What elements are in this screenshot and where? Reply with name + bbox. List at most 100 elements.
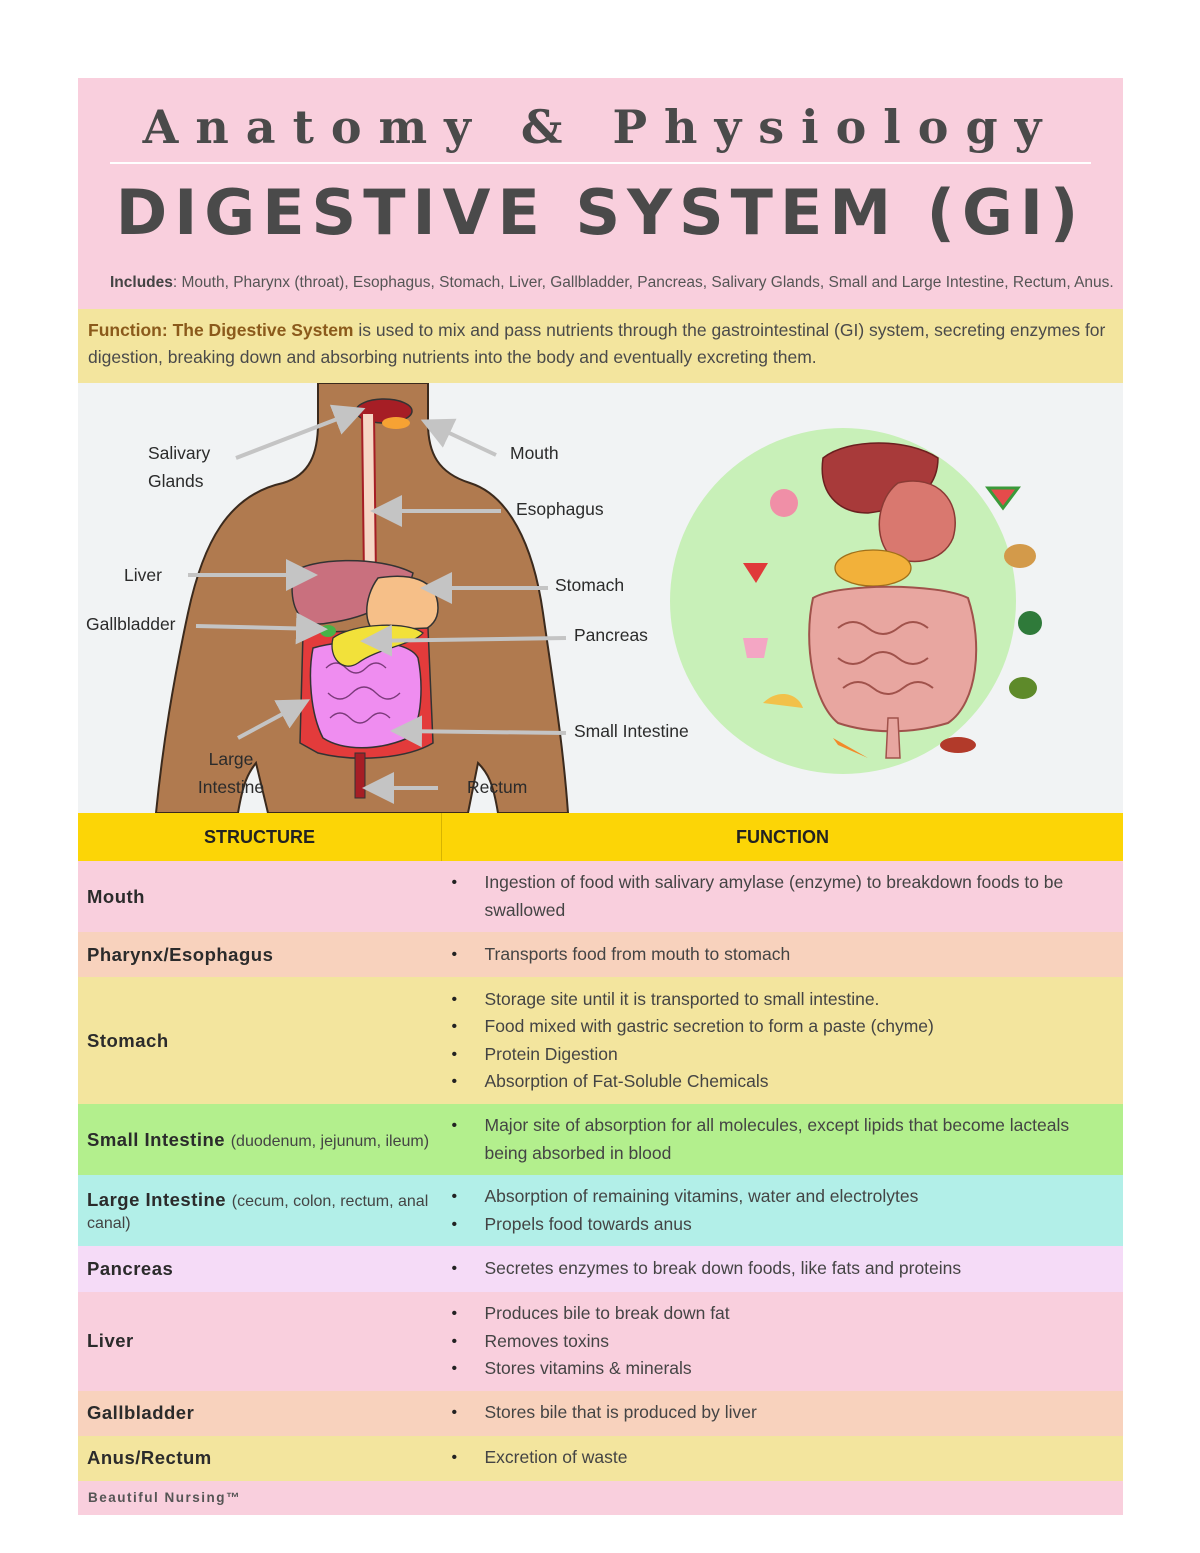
page-title: Anatomy & Physiology: [142, 100, 1059, 154]
structure-name: Anus/Rectum: [87, 1447, 212, 1468]
structure-name: Mouth: [87, 885, 145, 907]
gallbladder-shape: [320, 625, 336, 637]
footer-brand: Beautiful Nursing™: [78, 1480, 1123, 1515]
structure-name: Liver: [87, 1330, 134, 1352]
function-list: Storage site until it is transported to …: [442, 986, 1104, 1096]
table-row: Pharynx/Esophagus Transports food from mo…: [78, 932, 1123, 977]
function-item: Major site of absorption for all molecul…: [442, 1112, 1104, 1167]
taco-icon: [763, 693, 803, 708]
diagram-illustration: [154, 383, 1042, 813]
avocado-icon: [1009, 677, 1037, 699]
function-item: Ingestion of food with salivary amylase …: [442, 869, 1104, 924]
function-item: Produces bile to break down fat: [442, 1300, 1104, 1328]
function-list: Ingestion of food with salivary amylase …: [442, 869, 1104, 924]
function-list: Absorption of remaining vitamins, water …: [442, 1183, 1104, 1238]
illustration-pancreas: [834, 549, 912, 587]
rectum-shape: [354, 752, 366, 799]
function-label: Function:: [88, 320, 168, 340]
label-large-intestine: Large Intestine: [197, 749, 265, 797]
function-item: Storage site until it is transported to …: [442, 986, 1104, 1014]
illustration-stomach: [878, 480, 956, 563]
structure-name: Pharynx/Esophagus: [87, 943, 274, 965]
structure-cell: Mouth: [78, 861, 442, 932]
structure-cell: Large Intestine (cecum, colon, rectum, a…: [78, 1175, 442, 1246]
function-cell: Storage site until it is transported to …: [442, 977, 1124, 1104]
structure-cell: Pancreas: [78, 1246, 442, 1292]
function-item: Food mixed with gastric secretion to for…: [442, 1013, 1104, 1041]
label-esophagus: Esophagus: [516, 499, 604, 519]
function-box: Function: The Digestive System is used t…: [78, 309, 1123, 383]
anatomy-diagram: Salivary Glands Mouth Esophagus Liver St…: [78, 383, 1123, 813]
watermelon-icon: [985, 486, 1021, 511]
function-item: Stores bile that is produced by liver: [442, 1399, 1104, 1427]
function-item: Protein Digestion: [442, 1041, 1104, 1069]
function-cell: Secretes enzymes to break down foods, li…: [442, 1246, 1124, 1292]
salivary-gland-shape: [382, 417, 410, 429]
structure-name: Gallbladder: [87, 1402, 195, 1423]
function-list: Stores bile that is produced by liver: [442, 1399, 1104, 1427]
function-list: Secretes enzymes to break down foods, li…: [442, 1255, 1104, 1283]
function-list: Transports food from mouth to stomach: [442, 941, 1104, 969]
structure-cell: Anus/Rectum: [78, 1436, 442, 1481]
function-item: Secretes enzymes to break down foods, li…: [442, 1255, 1104, 1283]
label-gallbladder: Gallbladder: [86, 614, 176, 634]
label-pancreas: Pancreas: [574, 625, 648, 645]
function-item: Absorption of Fat-Soluble Chemicals: [442, 1068, 1104, 1096]
function-item: Stores vitamins & minerals: [442, 1355, 1104, 1383]
table-body: Mouth Ingestion of food with salivary amy…: [78, 861, 1123, 1481]
function-list: Major site of absorption for all molecul…: [442, 1112, 1104, 1167]
function-cell: Absorption of remaining vitamins, water …: [442, 1175, 1124, 1246]
sausage-icon: [940, 737, 976, 753]
structure-name: Stomach: [87, 1029, 169, 1051]
structure-name: Pancreas: [87, 1258, 174, 1279]
structure-name: Small Intestine: [87, 1128, 226, 1150]
label-stomach: Stomach: [555, 575, 625, 595]
label-liver: Liver: [124, 565, 162, 585]
structure-name: Large Intestine: [87, 1188, 227, 1210]
includes-line: Includes: Mouth, Pharynx (throat), Esoph…: [110, 274, 1114, 292]
function-cell: Major site of absorption for all molecul…: [442, 1104, 1124, 1175]
table-row: Stomach Storage site until it is transpor…: [78, 977, 1123, 1104]
table-row: Gallbladder Stores bile that is produced …: [78, 1390, 1124, 1436]
function-list: Produces bile to break down fatRemoves t…: [442, 1300, 1104, 1383]
label-small-intestine: Small Intestine: [574, 721, 689, 741]
table-row: Large Intestine (cecum, colon, rectum, a…: [78, 1175, 1123, 1246]
pointer-arrows: [188, 404, 567, 804]
cake-icon: [770, 489, 798, 517]
structure-cell: Gallbladder: [78, 1391, 442, 1436]
strawberry-icon: [743, 563, 768, 583]
includes-text: : Mouth, Pharynx (throat), Esophagus, St…: [172, 274, 1114, 291]
illustration-rectum: [885, 717, 901, 759]
function-item: Propels food towards anus: [442, 1211, 1104, 1239]
table-row: Mouth Ingestion of food with salivary amy…: [78, 861, 1123, 932]
table-row: Small Intestine (duodenum, jejunum, ileu…: [78, 1104, 1123, 1175]
structure-cell: Stomach: [78, 977, 442, 1104]
function-cell: Stores bile that is produced by liver: [442, 1391, 1124, 1436]
label-salivary-glands: Salivary Glands: [148, 443, 211, 491]
column-header-structure: STRUCTURE: [78, 813, 442, 861]
function-item: Transports food from mouth to stomach: [442, 941, 1104, 969]
cupcake-icon: [743, 638, 768, 658]
column-header-function: FUNCTION: [441, 813, 1123, 861]
function-system-name: The Digestive System: [172, 320, 354, 340]
function-item: Excretion of waste: [442, 1444, 1104, 1472]
includes-label: Includes: [110, 274, 173, 291]
function-list: Excretion of waste: [442, 1444, 1104, 1472]
label-mouth: Mouth: [510, 443, 559, 463]
header: Anatomy & Physiology DIGESTIVE SYSTEM (G…: [78, 78, 1123, 309]
structure-subparts: (cecum, colon, rectum, anal canal): [87, 1192, 429, 1232]
structure-function-table: STRUCTURE FUNCTION Mouth Ingestion of foo…: [78, 813, 1123, 1481]
page-subtitle: DIGESTIVE SYSTEM (GI): [115, 176, 1086, 249]
structure-subparts: (duodenum, jejunum, ileum): [230, 1132, 430, 1150]
carrot-icon: [833, 738, 868, 758]
table-row: Pancreas Secretes enzymes to break down f…: [78, 1246, 1123, 1292]
function-text: is used to mix and pass nutrients throug…: [88, 320, 1106, 367]
infographic-sheet: Anatomy & Physiology DIGESTIVE SYSTEM (G…: [78, 78, 1123, 1515]
title-divider: [110, 162, 1091, 164]
function-cell: Transports food from mouth to stomach: [442, 932, 1124, 977]
label-rectum: Rectum: [467, 777, 528, 797]
structure-cell: Pharynx/Esophagus: [78, 932, 442, 977]
structure-cell: Liver: [78, 1292, 442, 1391]
table-row: Liver Produces bile to break down fatRemo…: [78, 1292, 1123, 1391]
function-cell: Ingestion of food with salivary amylase …: [442, 861, 1124, 932]
